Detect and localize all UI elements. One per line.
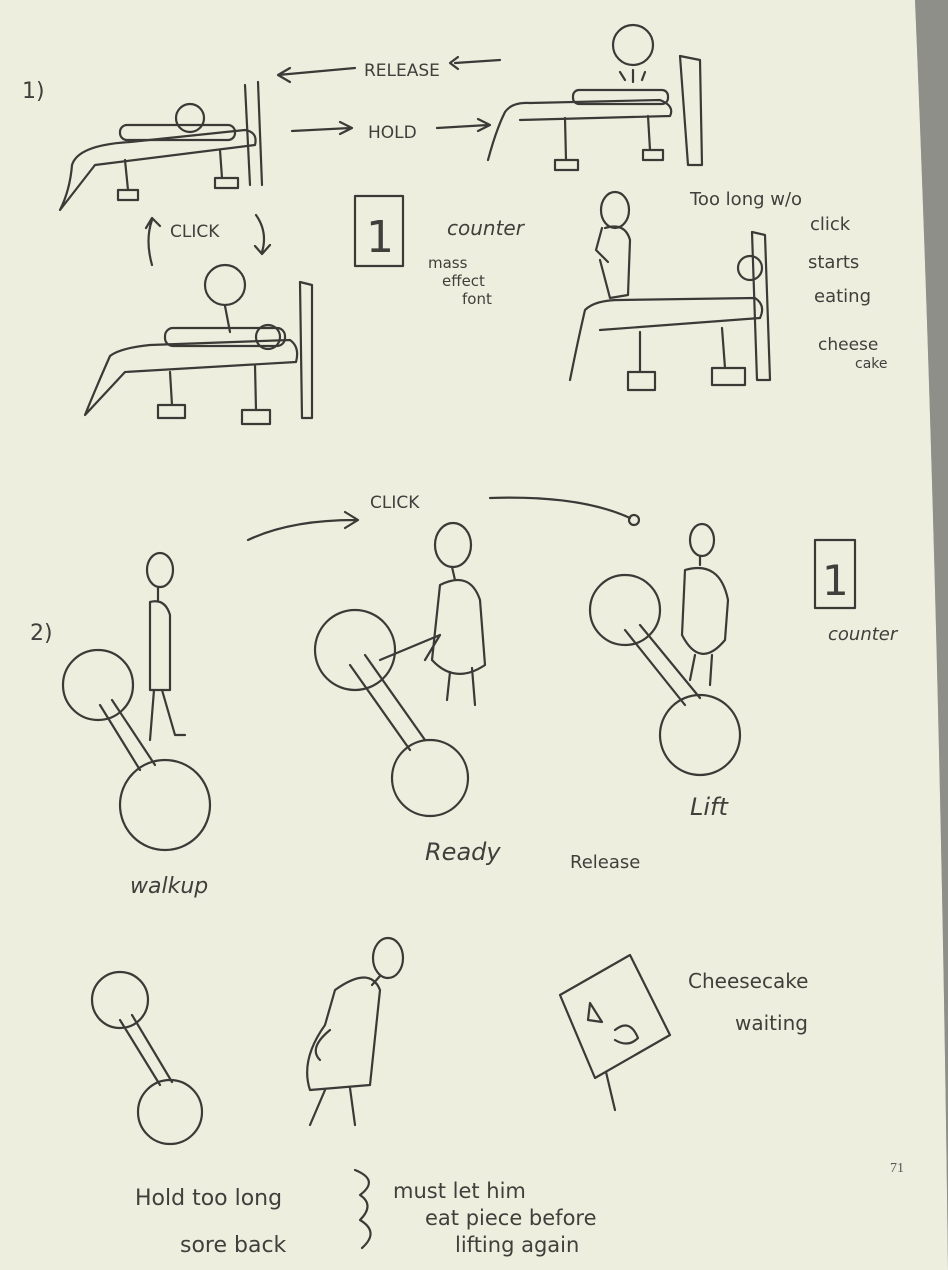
font-note-line: font (462, 290, 492, 308)
counter-box (813, 538, 857, 610)
cheesecake-note-line: waiting (735, 1011, 808, 1035)
lift-label: Lift (690, 793, 729, 821)
font-note-line: mass (428, 254, 468, 272)
hold-note-line: Hold too long (135, 1186, 282, 1211)
release-label: Release (570, 852, 640, 873)
hold-arrow-right (435, 117, 492, 133)
must-note-line: must let him (393, 1179, 526, 1203)
release-arrow (276, 66, 357, 84)
side-note-line: click (810, 214, 851, 235)
click-arrow-2 (246, 510, 360, 542)
counter-label: counter (828, 624, 899, 645)
counter-value: 1 (366, 212, 394, 263)
side-note-line: starts (808, 252, 859, 273)
side-note-line: cheese (818, 335, 878, 355)
eating-figure (568, 190, 772, 392)
walkup-label: walkup (130, 874, 208, 899)
counter-value: 1 (822, 556, 849, 605)
section-number: 1) (22, 79, 45, 104)
page-edge-shadow (915, 0, 948, 1270)
click-label: CLICK (370, 493, 420, 513)
bench-press-figure (58, 80, 264, 212)
page-number: 71 (890, 1161, 904, 1176)
counter-label: counter (447, 216, 526, 240)
hold-label: HOLD (368, 123, 417, 143)
must-note-line: eat piece before (425, 1206, 597, 1230)
font-note-line: effect (442, 272, 485, 290)
walkup-figure (61, 551, 212, 852)
click-label: CLICK (170, 222, 220, 242)
section-number: 2) (30, 621, 53, 646)
hold-arrow (290, 120, 354, 136)
ready-figure (313, 521, 487, 818)
lift-figure (588, 522, 742, 777)
click-arrow-down (253, 213, 272, 256)
click-arrow-up (144, 216, 162, 267)
cheesecake-note-line: Cheesecake (688, 969, 808, 993)
release-label: RELEASE (364, 61, 440, 81)
side-note-line: eating (814, 286, 871, 307)
bench-press-figure (83, 263, 314, 426)
click-arrow-2-right (488, 496, 632, 520)
counter-box (353, 194, 405, 268)
brace (353, 1168, 372, 1250)
must-note-line: lifting again (455, 1233, 579, 1257)
hold-note-line: sore back (180, 1233, 287, 1258)
cheesecake-sign (558, 953, 672, 1112)
sore-back-figure (90, 936, 405, 1146)
bench-press-figure (486, 23, 704, 172)
side-note-line: cake (855, 356, 888, 372)
release-arrow-right (448, 55, 502, 71)
ready-label: Ready (425, 838, 501, 866)
side-note-line: Too long w/o (689, 189, 802, 210)
